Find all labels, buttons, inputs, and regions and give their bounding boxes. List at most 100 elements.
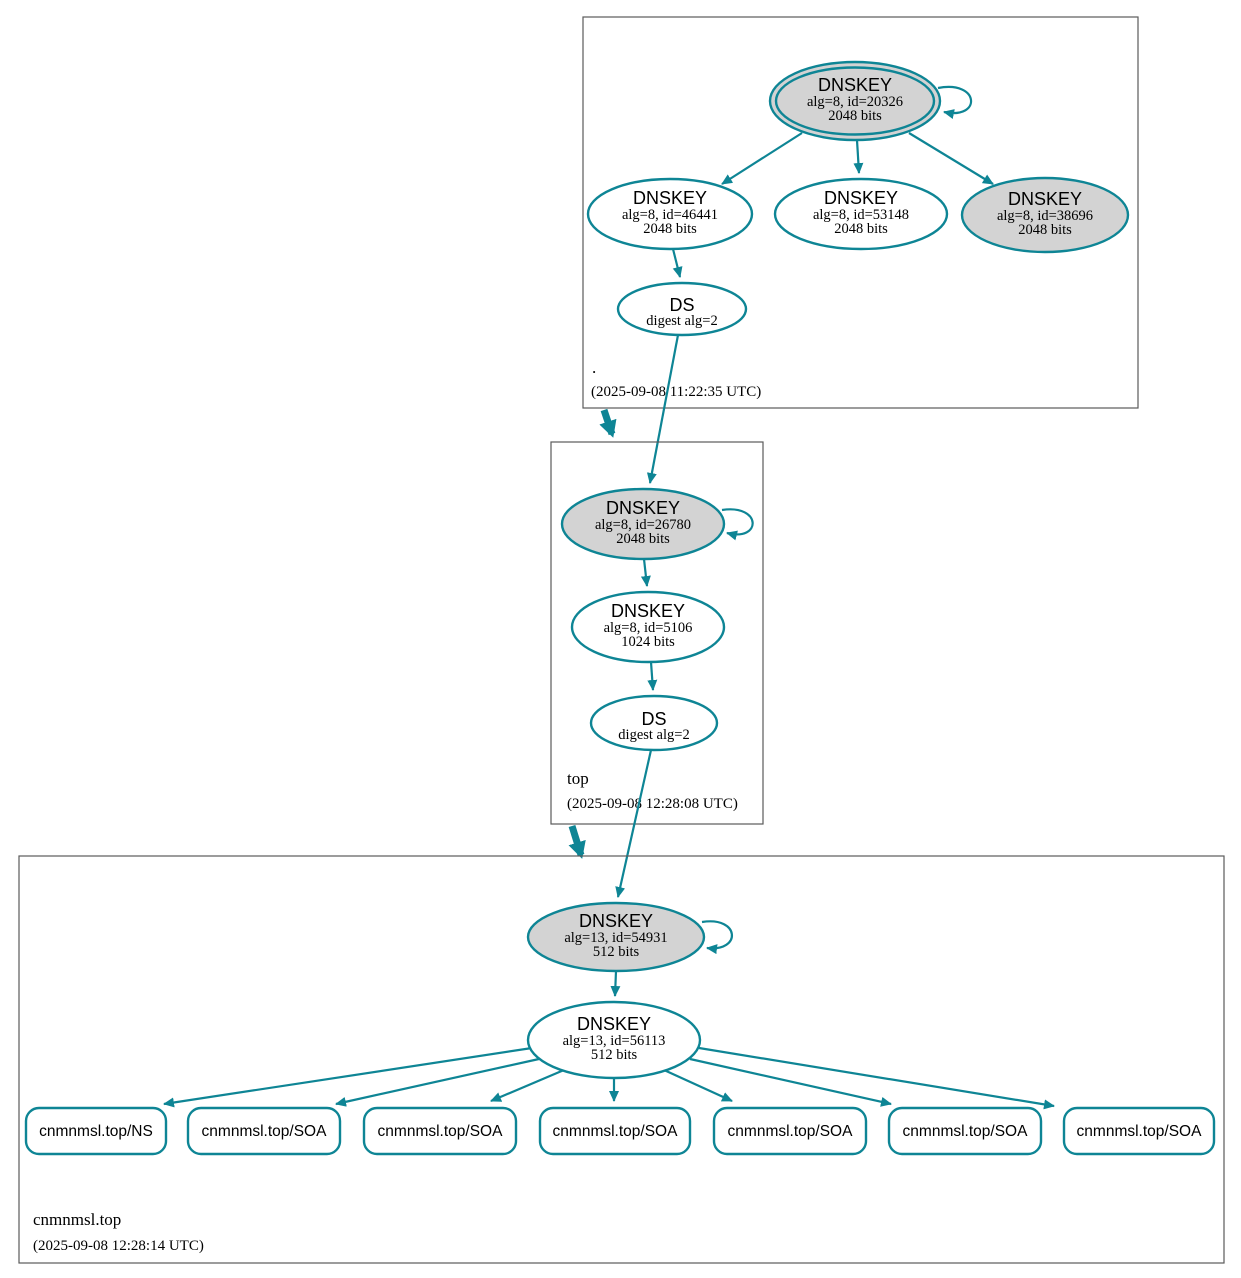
edge-root-ksk-to-zsk1 [721,132,803,185]
rrset-ns-label: cnmnmsl.top/NS [39,1123,153,1140]
edge-top-zsk-to-ds [647,661,658,691]
dnskey-56113-ellipse [526,1000,702,1080]
rrset-cnmnmsl-top-soa-5[interactable]: cnmnmsl.top/SOA [887,1106,1043,1156]
arrow-delegation-top-to-cnmnmsl [568,824,586,859]
dnskey-53148-detail: alg=8, id=53148 [813,207,909,223]
dnskey-20326-title: DNSKEY [818,75,892,95]
zone-cnmnmsl-label: cnmnmsl.top [33,1210,121,1229]
edge-cnmnmsl-ksk-to-zsk [610,970,621,997]
dnskey-46441-detail: alg=8, id=46441 [622,207,718,223]
dnskey-38696-ellipse [960,176,1130,254]
dnskey-5106-title: DNSKEY [611,601,685,621]
rrset-soa5-label: cnmnmsl.top/SOA [903,1123,1029,1140]
rrset-soa6-box [1062,1106,1216,1156]
zone-top-timestamp: (2025-09-08 12:28:08 UTC) [567,796,738,812]
rrset-ns-box [24,1106,168,1156]
dnskey-38696-title: DNSKEY [1008,189,1082,209]
ds-node-root[interactable]: DS digest alg=2 [616,281,748,337]
zone-cnmnmsl-timestamp: (2025-09-08 12:28:14 UTC) [33,1238,204,1254]
rrset-soa4-box [712,1106,868,1156]
dnskey-26780-title: DNSKEY [606,498,680,518]
dnskey-node-53148[interactable]: DNSKEY alg=8, id=53148 2048 bits [773,177,949,251]
ds-top-ellipse [589,694,719,752]
rrset-soa6-label: cnmnmsl.top/SOA [1077,1123,1203,1140]
rrset-soa3-label: cnmnmsl.top/SOA [553,1123,679,1140]
rrset-cnmnmsl-top-soa-2[interactable]: cnmnmsl.top/SOA [362,1106,518,1156]
dnskey-56113-detail: alg=13, id=56113 [563,1033,666,1049]
rrset-soa2-box [362,1106,518,1156]
dnskey-54931-title: DNSKEY [579,911,653,931]
dnskey-46441-bits: 2048 bits [643,221,697,237]
edge-root-zsk1-to-ds [671,248,683,278]
edge-zsk-to-rrset-ns [163,1046,533,1108]
rrset-cnmnmsl-top-soa-4[interactable]: cnmnmsl.top/SOA [712,1106,868,1156]
edge-top-ksk-to-zsk [640,558,651,587]
edge-zsk-to-rrset-soa2 [490,1068,565,1103]
edge-top-ksk-selfloop [721,508,754,541]
dnskey-node-38696[interactable]: DNSKEY alg=8, id=38696 2048 bits [960,176,1130,254]
dnskey-56113-title: DNSKEY [577,1014,651,1034]
dnskey-54931-bits: 512 bits [593,944,640,960]
dnskey-53148-title: DNSKEY [824,188,898,208]
rrset-soa2-label: cnmnmsl.top/SOA [378,1123,504,1140]
rrset-soa1-label: cnmnmsl.top/SOA [202,1123,328,1140]
edge-root-ds-to-top-ksk [646,334,680,484]
dnskey-node-20326[interactable]: DNSKEY alg=8, id=20326 2048 bits [768,60,942,142]
dnskey-20326-outer-ellipse [768,60,942,142]
dnskey-26780-ellipse [560,487,726,561]
ds-top-title: DS [641,709,666,729]
edge-top-ds-to-cnmnmsl-ksk [615,749,653,898]
zone-root-label: . [592,358,596,377]
dnskey-56113-bits: 512 bits [591,1047,638,1063]
arrow-delegation-root-to-top [599,408,617,438]
dnskey-node-5106[interactable]: DNSKEY alg=8, id=5106 1024 bits [570,590,726,664]
edge-zsk-to-rrset-soa4 [663,1068,733,1103]
edge-root-ksk-to-zsk2 [853,139,864,174]
edge-zsk-to-rrset-soa5 [689,1057,892,1107]
zone-root-border [582,16,1139,409]
rrset-soa5-box [887,1106,1043,1156]
dnskey-54931-ellipse [526,901,706,973]
zone-root-timestamp: (2025-09-08 11:22:35 UTC) [591,384,761,400]
zone-cnmnmsl-border [18,855,1225,1264]
ds-root-title: DS [669,295,694,315]
dnskey-node-56113[interactable]: DNSKEY alg=13, id=56113 512 bits [526,1000,702,1080]
dnskey-20326-bits: 2048 bits [828,108,882,124]
rrset-soa1-box [186,1106,342,1156]
zone-top-border [550,441,764,825]
edge-cnmnmsl-ksk-selfloop [701,920,733,955]
rrset-cnmnmsl-top-ns[interactable]: cnmnmsl.top/NS [24,1106,168,1156]
ds-node-top[interactable]: DS digest alg=2 [589,694,719,752]
dnskey-53148-bits: 2048 bits [834,221,888,237]
dnskey-54931-detail: alg=13, id=54931 [564,930,667,946]
dnskey-53148-ellipse [773,177,949,251]
edge-root-ksk-to-zsk3 [908,132,994,185]
dnskey-node-46441[interactable]: DNSKEY alg=8, id=46441 2048 bits [586,177,754,251]
zone-top: DNSKEY alg=8, id=26780 2048 bits DNSKEY … [550,441,764,825]
rrset-soa3-box [538,1106,692,1156]
zone-cnmnmsl: DNSKEY alg=13, id=54931 512 bits DNSKEY … [18,855,1225,1264]
dnskey-20326-detail: alg=8, id=20326 [807,94,903,110]
rrset-cnmnmsl-top-soa-3[interactable]: cnmnmsl.top/SOA [538,1106,692,1156]
edge-zsk-to-rrset-soa1 [335,1057,540,1107]
dnskey-46441-title: DNSKEY [633,188,707,208]
dnskey-26780-detail: alg=8, id=26780 [595,517,691,533]
dnskey-node-54931[interactable]: DNSKEY alg=13, id=54931 512 bits [526,901,706,973]
dnskey-38696-bits: 2048 bits [1018,222,1072,238]
ds-root-detail: digest alg=2 [646,313,717,329]
zone-top-label: top [567,769,589,788]
zone-root: DNSKEY alg=8, id=20326 2048 bits DNSKEY … [582,16,1139,409]
dnskey-20326-inner-ellipse [774,66,936,136]
dnskey-5106-ellipse [570,590,726,664]
dnskey-5106-bits: 1024 bits [621,634,675,650]
dnskey-5106-detail: alg=8, id=5106 [604,620,693,636]
rrset-soa4-label: cnmnmsl.top/SOA [728,1123,854,1140]
dnskey-node-26780[interactable]: DNSKEY alg=8, id=26780 2048 bits [560,487,726,561]
rrset-cnmnmsl-top-soa-6[interactable]: cnmnmsl.top/SOA [1062,1106,1216,1156]
rrset-cnmnmsl-top-soa-1[interactable]: cnmnmsl.top/SOA [186,1106,342,1156]
ds-root-ellipse [616,281,748,337]
dnskey-26780-bits: 2048 bits [616,531,670,547]
edge-zsk-to-rrset-soa6 [698,1046,1055,1110]
